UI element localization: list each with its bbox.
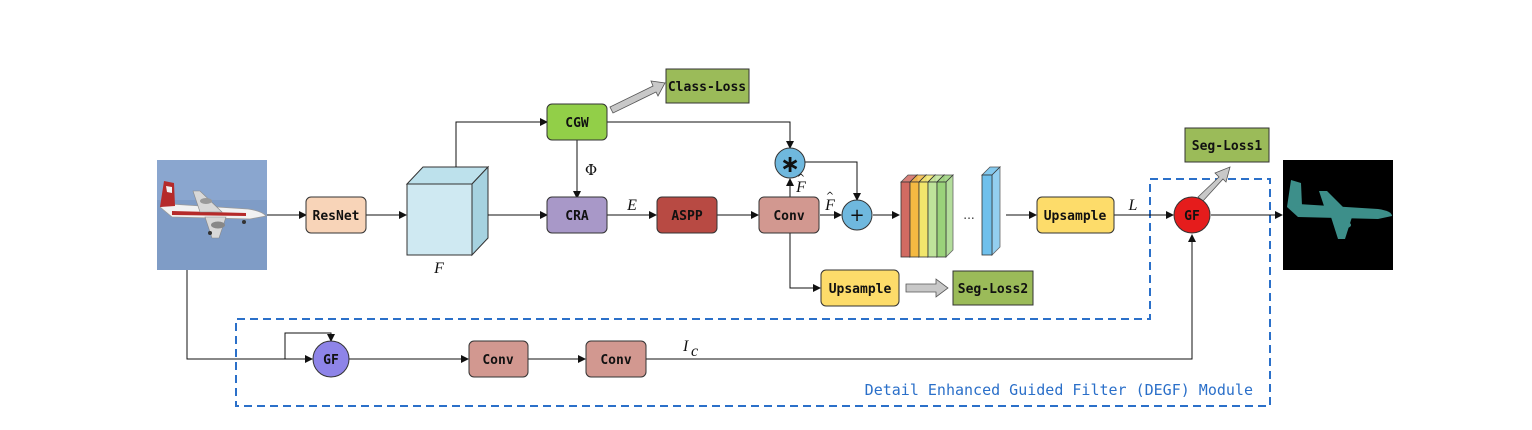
cgw-label: CGW	[565, 116, 589, 131]
seg-loss2-label: Seg-Loss2	[958, 282, 1028, 297]
airplane-silhouette	[1287, 180, 1392, 239]
gf-bottom-label: GF	[323, 353, 339, 368]
conv-bottom-1-label: Conv	[482, 353, 513, 368]
conv-bottom-2-box: Conv	[585, 340, 647, 378]
class-loss-box: Class-Loss	[665, 68, 750, 104]
class-loss-label: Class-Loss	[668, 80, 746, 95]
seg-loss2-box: Seg-Loss2	[952, 270, 1034, 306]
feature-map-stack	[900, 174, 954, 258]
arrow-to-seg-loss2	[905, 278, 949, 298]
degf-module-border	[235, 178, 1271, 407]
gf-bottom-node: GF	[312, 340, 350, 378]
aspp-label: ASPP	[671, 209, 702, 224]
label-F: F	[433, 260, 444, 277]
conv-bottom-1-box: Conv	[468, 340, 529, 378]
add-node: +	[841, 199, 873, 231]
cra-label: CRA	[565, 209, 589, 224]
degf-module-title: Detail Enhanced Guided Filter (DEGF) Mod…	[865, 381, 1253, 399]
output-mask	[1283, 160, 1393, 270]
label-L: L	[1128, 197, 1138, 214]
connectors	[186, 118, 1283, 363]
airplane-icon	[159, 181, 267, 239]
feature-map-final	[981, 166, 1001, 256]
feature-cube	[405, 165, 490, 257]
upsample-mid-label: Upsample	[829, 282, 892, 297]
conv-bottom-2-label: Conv	[600, 353, 631, 368]
label-F-hat-vertical: F	[795, 179, 806, 196]
feature-map-5	[936, 174, 954, 258]
upsample-right-label: Upsample	[1044, 209, 1107, 224]
feature-map-last	[981, 166, 1001, 256]
arrow-to-class-loss	[609, 80, 666, 114]
resnet-label: ResNet	[313, 209, 360, 224]
multiply-node: ∗	[774, 147, 806, 179]
seg-loss1-box: Seg-Loss1	[1184, 127, 1270, 163]
label-E: E	[626, 197, 637, 214]
label-Ic: I	[682, 338, 689, 355]
label-phi: Φ	[585, 161, 597, 179]
input-image	[157, 160, 267, 270]
resnet-box: ResNet	[305, 196, 367, 234]
upsample-mid-box: Upsample	[820, 269, 900, 307]
upsample-right-box: Upsample	[1036, 196, 1115, 234]
hat-vertical: ^	[797, 173, 805, 184]
arrow-to-seg-loss1	[1197, 166, 1231, 202]
multiply-symbol: ∗	[780, 150, 800, 178]
label-F-hat-horizontal: F	[824, 197, 835, 214]
add-symbol: +	[849, 205, 864, 226]
seg-loss1-label: Seg-Loss1	[1192, 139, 1263, 154]
gf-top-node: GF	[1173, 196, 1211, 234]
conv-main-box: Conv	[758, 196, 820, 234]
loss-arrows	[609, 80, 1231, 298]
aspp-box: ASPP	[656, 196, 718, 234]
hat-horizontal: ^	[826, 191, 834, 202]
cra-box: CRA	[546, 196, 608, 234]
cgw-box: CGW	[546, 103, 608, 141]
ellipsis: ...	[963, 208, 974, 222]
label-Ic-subscript: c	[691, 343, 698, 360]
gf-top-label: GF	[1184, 209, 1200, 224]
conv-main-label: Conv	[773, 209, 804, 224]
